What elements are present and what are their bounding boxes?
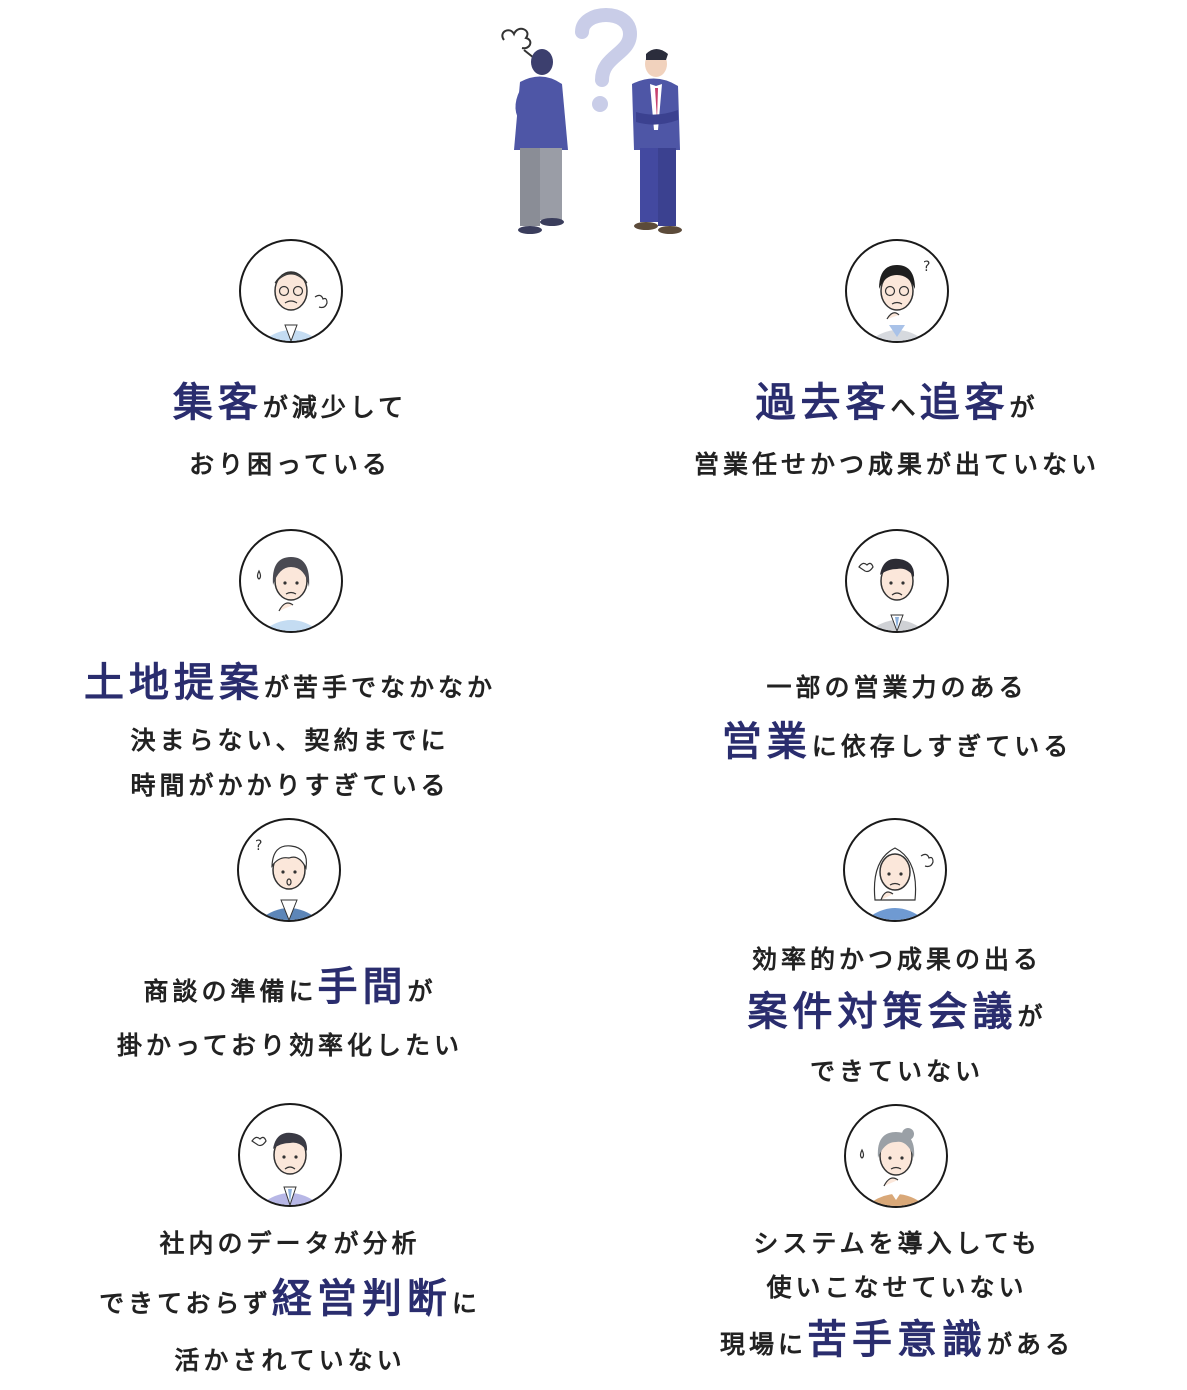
problem-card-1-text: 集客が減少して おり困っている <box>172 380 408 479</box>
problem-card-3-text: 土地提案が苦手でなかなか 決まらない、契約までに 時間がかかりすぎている <box>83 660 496 800</box>
svg-text:?: ? <box>923 259 930 275</box>
emphasis-text: 苦手意識 <box>807 1317 987 1363</box>
woman-glasses-question-icon: ? <box>845 239 949 343</box>
woman-long-hair-sigh-icon <box>843 818 947 922</box>
problem-card-4-text: 一部の営業力のある 営業に依存しすぎている <box>721 673 1073 765</box>
problem-card-8-text: システムを導入しても 使いこなせていない 現場に苦手意識がある <box>719 1229 1075 1363</box>
hero-illustration <box>490 0 700 240</box>
emphasis-text: 過去客 <box>755 380 891 426</box>
young-man-question-icon: ? <box>237 818 341 922</box>
problem-card-2-text: 過去客へ追客が 営業任せかつ成果が出ていない <box>693 380 1100 479</box>
emphasis-text: 手間 <box>317 964 408 1010</box>
emphasis-text: 集客 <box>172 380 263 426</box>
two-businessmen-confused-icon <box>501 8 682 234</box>
problem-card-6-text: 効率的かつ成果の出る 案件対策会議が できていない <box>747 945 1047 1086</box>
worried-older-man-sigh-icon <box>239 239 343 343</box>
emphasis-text: 営業 <box>721 719 812 765</box>
emphasis-text: 経営判断 <box>271 1276 452 1322</box>
problem-card-7-text: 社内のデータが分析 できておらず経営判断に 活かされていない <box>99 1229 481 1375</box>
emphasis-text: 土地提案 <box>83 660 264 706</box>
emphasis-text: 案件対策会議 <box>747 989 1018 1035</box>
svg-text:?: ? <box>255 838 262 854</box>
problem-card-5-text: 商談の準備に手間が 掛かっており効率化したい <box>116 964 463 1060</box>
woman-sweat-thinking-icon <box>239 529 343 633</box>
woman-sweat-worried-icon <box>844 1104 948 1208</box>
emphasis-text: 追客 <box>919 380 1010 426</box>
man-frustrated-icon <box>845 529 949 633</box>
man-frustrated-purple-suit-icon <box>238 1103 342 1207</box>
